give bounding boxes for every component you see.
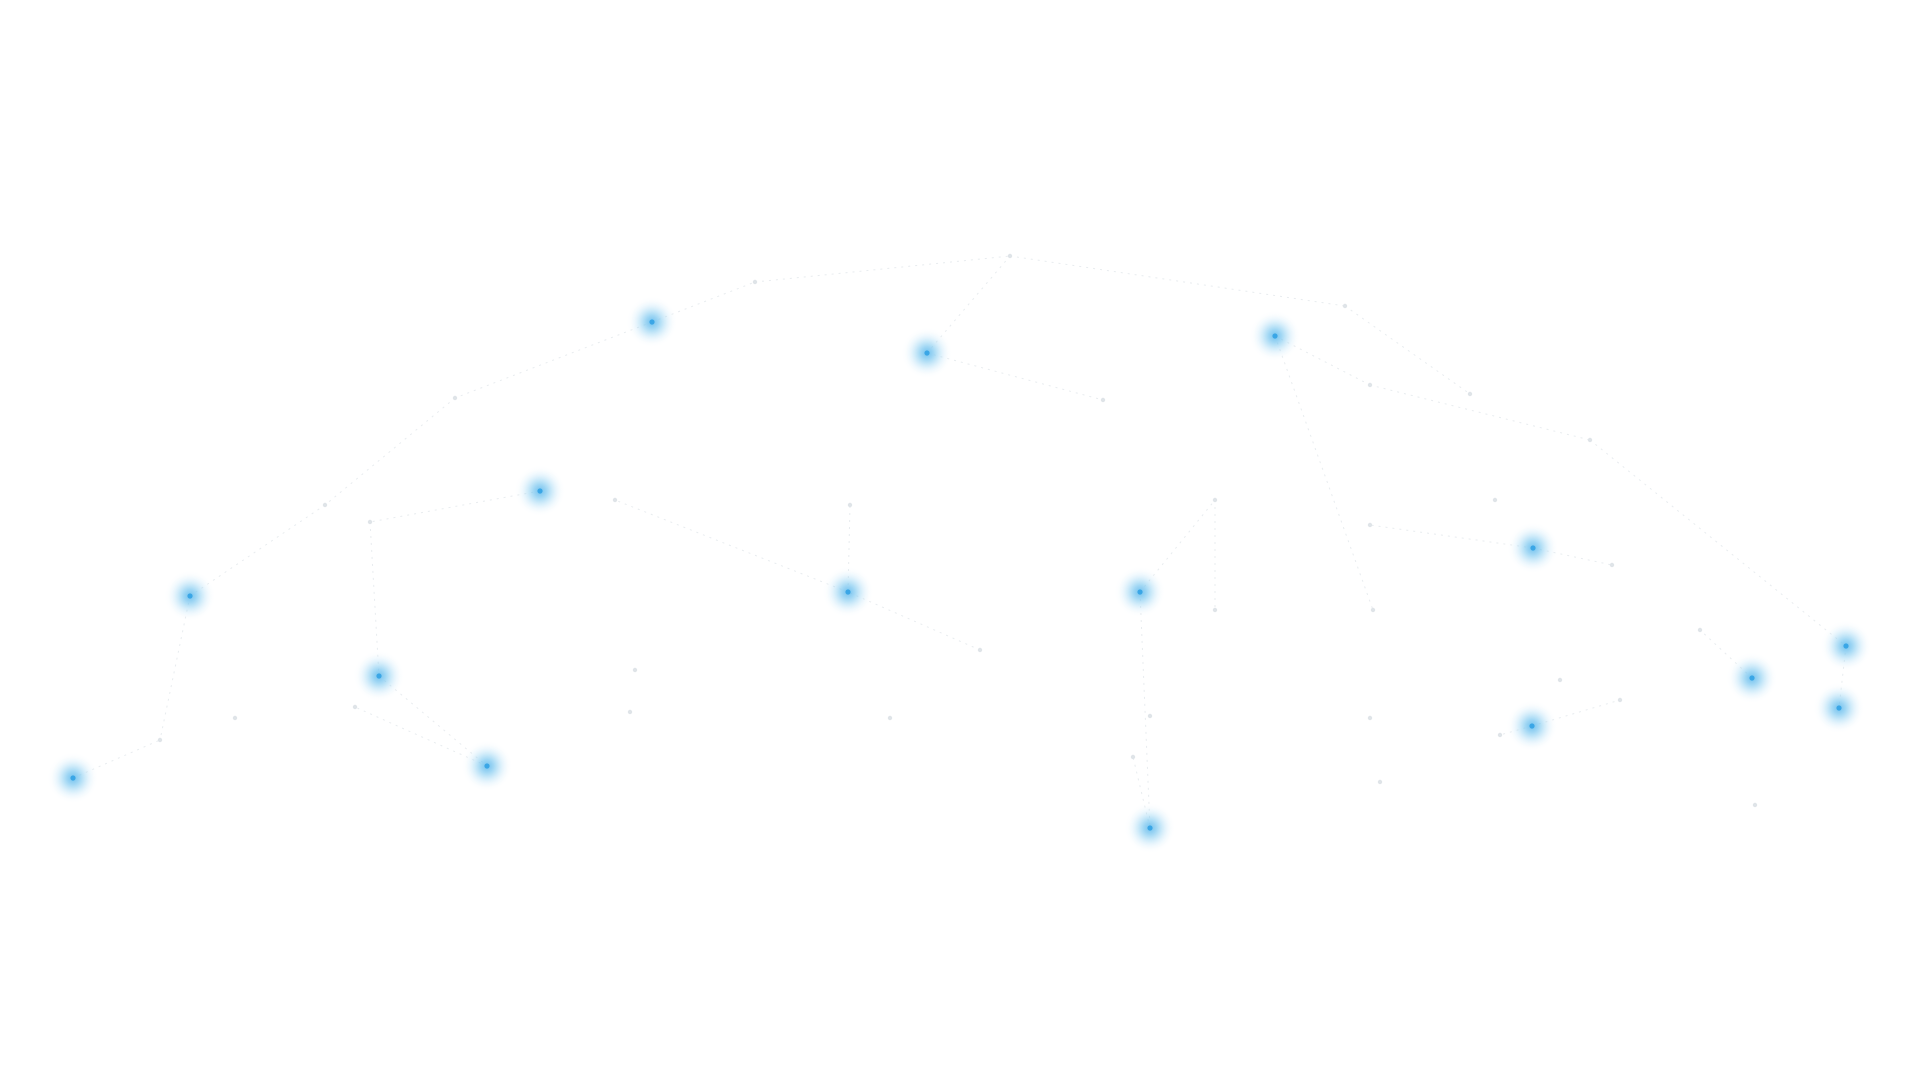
glowing-node [47, 752, 99, 804]
mesh-line [614, 499, 849, 593]
mesh-dot [612, 497, 618, 503]
mesh-dot [627, 709, 633, 715]
glowing-node [1726, 652, 1778, 704]
mesh-dot [1617, 697, 1623, 703]
glowing-node [1820, 620, 1872, 672]
mesh-dot [1367, 382, 1373, 388]
mesh-dot [1697, 627, 1703, 633]
glowing-node [514, 465, 566, 517]
mesh-dots [157, 253, 1758, 808]
glowing-nodes [47, 296, 1872, 854]
mesh-line [324, 397, 456, 506]
mesh-dot [1367, 715, 1373, 721]
mesh-line [378, 675, 488, 767]
mesh-line [454, 321, 653, 399]
mesh-line [1132, 756, 1151, 829]
mesh-line [369, 490, 541, 523]
mesh-dot [632, 667, 638, 673]
mesh-dot [1497, 732, 1503, 738]
mesh-line [1369, 384, 1591, 441]
mesh-line [926, 352, 1104, 401]
mesh-line [651, 281, 756, 323]
mesh-dot [1587, 437, 1593, 443]
mesh-line [1139, 591, 1151, 829]
glowing-node [164, 570, 216, 622]
mesh-line [1699, 629, 1753, 679]
mesh-line [369, 521, 380, 677]
mesh-line [1589, 439, 1847, 647]
glowing-node [822, 566, 874, 618]
mesh-dot [1342, 303, 1348, 309]
mesh-dot [1557, 677, 1563, 683]
mesh-line [1274, 335, 1374, 611]
mesh-line [1009, 255, 1346, 307]
mesh-dot [1492, 497, 1498, 503]
mesh-dot [887, 715, 893, 721]
mesh-dot [322, 502, 328, 508]
glowing-node [1114, 566, 1166, 618]
mesh-dot [1467, 391, 1473, 397]
mesh-dot [352, 704, 358, 710]
glowing-node [626, 296, 678, 348]
mesh-line [1139, 499, 1216, 593]
glowing-node [1124, 802, 1176, 854]
glowing-node [1813, 682, 1865, 734]
glowing-node [461, 740, 513, 792]
glowing-node [901, 327, 953, 379]
mesh-dot [367, 519, 373, 525]
mesh-lines [72, 255, 1847, 829]
glowing-node [1249, 310, 1301, 362]
mesh-dot [1609, 562, 1615, 568]
mesh-dot [1147, 713, 1153, 719]
mesh-dot [452, 395, 458, 401]
mesh-dot [1377, 779, 1383, 785]
mesh-dot [977, 647, 983, 653]
mesh-line [1344, 305, 1471, 395]
mesh-dot [157, 737, 163, 743]
mesh-dot [1130, 754, 1136, 760]
glowing-node [1507, 522, 1559, 574]
mesh-dot [232, 715, 238, 721]
mesh-dot [1212, 497, 1218, 503]
mesh-line [354, 706, 488, 767]
mesh-dot [1370, 607, 1376, 613]
mesh-dot [1100, 397, 1106, 403]
mesh-line [754, 255, 1011, 283]
mesh-dot [752, 279, 758, 285]
mesh-dot [847, 502, 853, 508]
mesh-dot [1752, 802, 1758, 808]
glowing-node [1506, 700, 1558, 752]
mesh-dot [1007, 253, 1013, 259]
mesh-dot [1367, 522, 1373, 528]
mesh-dot [1212, 607, 1218, 613]
glowing-node [353, 650, 405, 702]
